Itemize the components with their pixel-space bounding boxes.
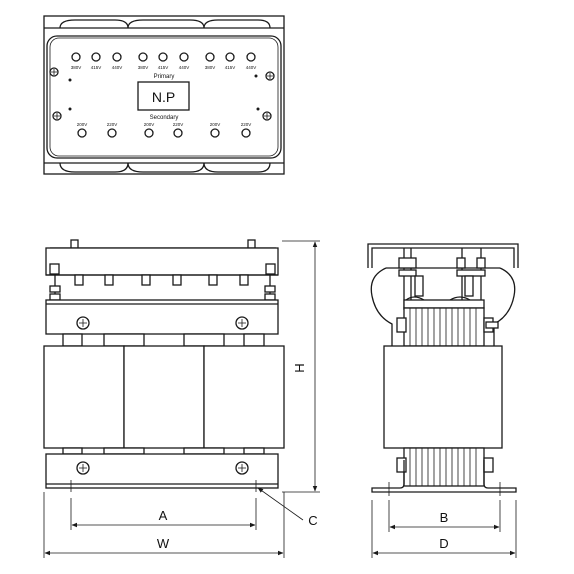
dimension-w-label: W — [157, 536, 170, 551]
primary-terminal-label: 380V — [138, 65, 149, 70]
dimension-c-leader — [257, 487, 304, 521]
side-view — [367, 243, 519, 496]
side-coil — [383, 345, 503, 449]
dimension-h-label: H — [292, 363, 307, 372]
primary-terminal — [246, 52, 256, 62]
coil-2-bottom — [127, 162, 205, 173]
secondary-terminal-label: 220V — [107, 122, 118, 127]
front-dimensions: A W H C — [43, 240, 320, 558]
coil-3 — [203, 345, 285, 449]
secondary-terminal — [144, 128, 154, 138]
primary-terminal-label: 380V — [205, 65, 216, 70]
secondary-terminal-label: 200V — [210, 122, 221, 127]
nameplate-text: N.P — [152, 89, 175, 105]
primary-terminal — [138, 52, 148, 62]
dimension-a-label: A — [159, 508, 168, 523]
side-clamp-plate — [403, 299, 485, 309]
primary-terminal-label: 440V — [112, 65, 123, 70]
primary-terminal — [71, 52, 81, 62]
coil-3-top — [203, 19, 271, 29]
side-top-cover — [367, 243, 519, 268]
coil-2 — [123, 345, 205, 449]
dimension-c-label: C — [308, 513, 317, 528]
primary-terminal — [112, 52, 122, 62]
side-foot — [371, 460, 517, 493]
primary-terminal-label: 440V — [179, 65, 190, 70]
coil-1-bottom — [59, 162, 129, 173]
primary-terminal-row: 380V 415V 440V 380V 415V 440V 380V 415V … — [71, 52, 257, 70]
top-view-frame — [43, 15, 285, 175]
secondary-terminal-row: 200V 220V 200V 220V 200V 220V — [77, 122, 252, 138]
secondary-terminal — [241, 128, 251, 138]
coil-1-top — [59, 19, 129, 29]
side-core-bottom — [403, 447, 485, 487]
side-dimensions: B D — [371, 500, 517, 558]
board-screws — [49, 67, 275, 121]
secondary-terminal-label: 200V — [77, 122, 88, 127]
coil-3-bottom — [203, 162, 271, 173]
primary-terminal — [205, 52, 215, 62]
primary-terminal-label: 440V — [246, 65, 257, 70]
front-terminal-plate — [45, 247, 279, 276]
primary-terminal-label: 415V — [91, 65, 102, 70]
secondary-terminal — [107, 128, 117, 138]
nameplate — [137, 81, 190, 111]
secondary-terminal-label: 200V — [144, 122, 155, 127]
dimension-b-label: B — [440, 510, 449, 525]
coil-1 — [43, 345, 125, 449]
dimension-d-label: D — [439, 536, 448, 551]
secondary-terminal — [173, 128, 183, 138]
secondary-terminal-label: 220V — [173, 122, 184, 127]
primary-terminal-label: 380V — [71, 65, 82, 70]
primary-terminal — [158, 52, 168, 62]
primary-terminal — [179, 52, 189, 62]
side-arm-right — [493, 267, 516, 346]
side-arm-left — [370, 267, 393, 346]
front-view — [43, 239, 285, 492]
primary-label: Primary — [154, 74, 175, 80]
top-view: 380V 415V 440V 380V 415V 440V 380V 415V … — [43, 15, 285, 175]
secondary-terminal — [210, 128, 220, 138]
primary-terminal-label: 415V — [158, 65, 169, 70]
secondary-terminal-label: 220V — [241, 122, 252, 127]
secondary-label: Secondary — [150, 115, 179, 121]
primary-terminal — [225, 52, 235, 62]
secondary-terminal — [77, 128, 87, 138]
primary-terminal-label: 415V — [225, 65, 236, 70]
coil-2-top — [127, 19, 205, 29]
primary-terminal — [91, 52, 101, 62]
